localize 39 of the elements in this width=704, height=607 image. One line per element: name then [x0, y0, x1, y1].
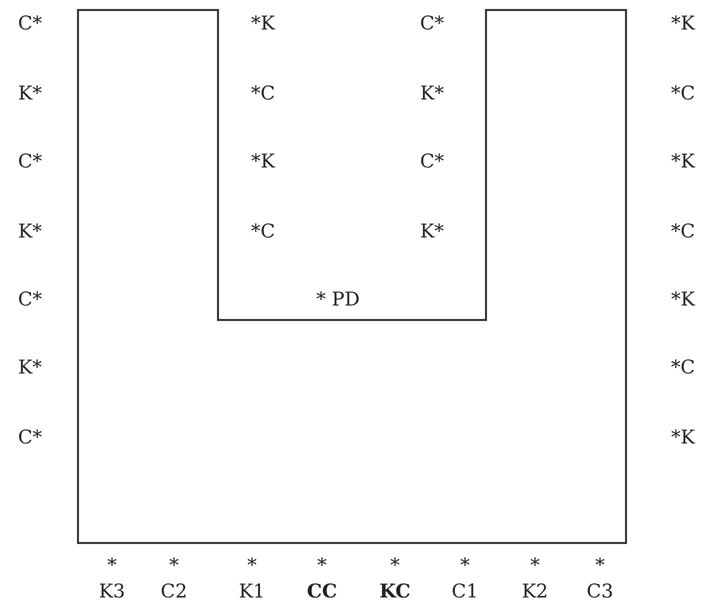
label: *	[390, 556, 400, 576]
label: KC	[379, 582, 411, 602]
label: K3	[98, 582, 126, 602]
label: *K	[251, 14, 275, 34]
label: C*	[18, 152, 42, 172]
label: C1	[452, 582, 478, 602]
label: *C	[670, 222, 696, 242]
label: *C	[250, 222, 276, 242]
label: C*	[18, 428, 42, 448]
label: CC	[306, 582, 338, 602]
label: K*	[420, 84, 444, 104]
label: C3	[586, 582, 614, 602]
label: *	[169, 556, 179, 576]
label: K*	[18, 358, 42, 378]
label: *K	[671, 152, 695, 172]
label: K1	[238, 582, 266, 602]
label: *	[460, 556, 470, 576]
label: K2	[522, 582, 548, 602]
label: *	[595, 556, 605, 576]
label: C*	[18, 14, 42, 34]
label: K*	[420, 222, 444, 242]
label: C*	[420, 152, 444, 172]
label: *C	[670, 84, 696, 104]
label: *K	[671, 428, 695, 448]
label: *C	[250, 84, 276, 104]
label: *	[530, 556, 540, 576]
label: *K	[251, 152, 275, 172]
label: *C	[670, 358, 696, 378]
label: *K	[671, 290, 695, 310]
label: C*	[420, 14, 444, 34]
label: *	[107, 556, 117, 576]
label: C*	[18, 290, 42, 310]
label: *	[317, 556, 327, 576]
label: *K	[671, 14, 695, 34]
label: K*	[18, 84, 42, 104]
label: *	[247, 556, 257, 576]
label: C2	[160, 582, 188, 602]
label: K*	[18, 222, 42, 242]
label: * PD	[316, 290, 360, 310]
